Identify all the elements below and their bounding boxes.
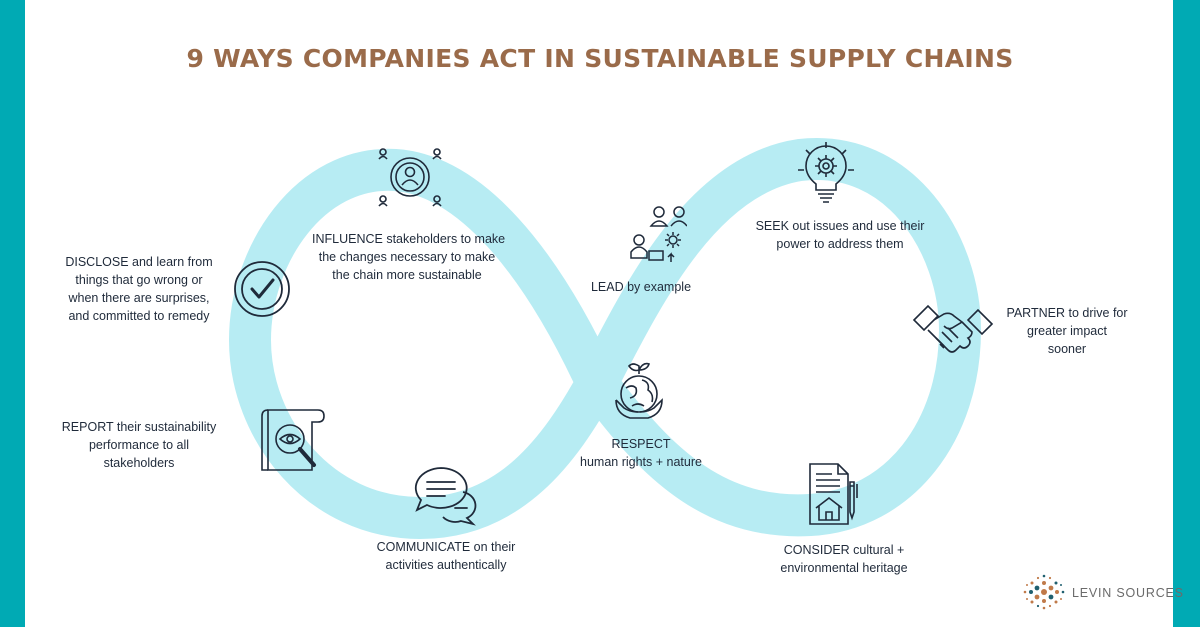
label-partner-line-2: greater impact <box>1027 324 1107 338</box>
house-document-icon <box>809 463 858 525</box>
label-respect-line-2: human rights + nature <box>580 455 702 469</box>
label-influence-line-3: the chain more sustainable <box>332 268 482 282</box>
label-respect-line-1: RESPECT <box>611 437 671 451</box>
label-partner-line-3: sooner <box>1047 342 1087 356</box>
label-consider-line-2: environmental heritage <box>780 561 908 575</box>
document-magnifier-icon <box>261 409 325 471</box>
label-consider: CONSIDER cultural + environmental herita… <box>764 541 924 577</box>
label-partner-line-1: PARTNER to drive for <box>1006 306 1128 320</box>
label-report: REPORT their sustainability performance … <box>54 418 224 472</box>
label-disclose-line-1: DISCLOSE and learn from <box>65 255 213 269</box>
label-partner: PARTNER to drive for greater impact soon… <box>992 304 1142 358</box>
page-title: 9 WAYS COMPANIES ACT IN SUSTAINABLE SUPP… <box>186 44 1014 73</box>
label-report-line-3: stakeholders <box>103 456 175 470</box>
label-lead-line-1: LEAD by example <box>590 280 692 294</box>
label-communicate-line-2: activities authentically <box>385 558 507 572</box>
team-leader-icon <box>630 206 687 262</box>
label-disclose-line-3: when there are surprises, <box>68 291 210 305</box>
label-seek-line-2: power to address them <box>776 237 904 251</box>
label-seek-line-1: SEEK out issues and use their <box>755 219 925 233</box>
label-consider-line-1: CONSIDER cultural + <box>783 543 905 557</box>
label-communicate-line-1: COMMUNICATE on their <box>376 540 516 554</box>
person-network-icon <box>378 148 442 207</box>
label-influence: INFLUENCE stakeholders to make the chang… <box>312 230 506 284</box>
label-influence-line-2: the changes necessary to make <box>318 250 496 264</box>
right-border-bar <box>1173 0 1200 627</box>
label-respect: RESPECT human rights + nature <box>566 435 716 471</box>
label-disclose: DISCLOSE and learn from things that go w… <box>54 253 224 325</box>
checkmark-circle-icon <box>234 261 290 317</box>
label-disclose-line-2: things that go wrong or <box>75 273 203 287</box>
label-lead: LEAD by example <box>586 278 696 296</box>
left-border-bar <box>0 0 25 627</box>
globe-hands-icon <box>615 362 663 419</box>
label-disclose-line-4: and committed to remedy <box>68 309 210 323</box>
label-seek: SEEK out issues and use their power to a… <box>740 217 940 253</box>
label-report-line-2: performance to all <box>88 438 190 452</box>
chat-bubbles-icon <box>414 467 477 526</box>
label-report-line-1: REPORT their sustainability <box>61 420 217 434</box>
handshake-icon <box>912 304 994 353</box>
logo-text: LEVIN SOURCES <box>1072 586 1184 600</box>
lightbulb-gear-icon <box>798 142 854 203</box>
dot-cluster-logo-icon <box>1023 574 1065 610</box>
label-communicate: COMMUNICATE on their activities authenti… <box>356 538 536 574</box>
label-influence-line-1: INFLUENCE stakeholders to make <box>312 232 506 246</box>
